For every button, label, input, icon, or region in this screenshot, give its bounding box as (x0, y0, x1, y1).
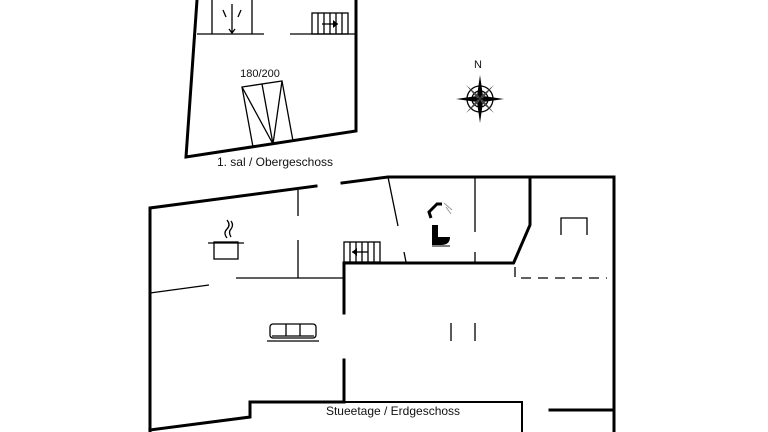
shower-icon (427, 202, 453, 219)
ground-floor-plan (148, 175, 616, 432)
compass-rose-icon (456, 75, 504, 123)
window-arrow-icon (222, 4, 242, 35)
bed-icon (241, 80, 294, 148)
bed-size-label: 180/200 (240, 68, 280, 80)
upper-floor-plan (184, 0, 358, 159)
cooking-pot-icon (208, 219, 244, 260)
staircase-icon (311, 12, 349, 35)
ground-floor-label: Stueetage / Erdgeschoss (325, 404, 461, 418)
sofa-icon (267, 323, 319, 342)
toilet-icon (432, 225, 450, 247)
staircase-icon (343, 241, 381, 263)
compass-north-label: N (474, 59, 482, 71)
upper-floor-label: 1. sal / Obergeschoss (216, 155, 334, 169)
